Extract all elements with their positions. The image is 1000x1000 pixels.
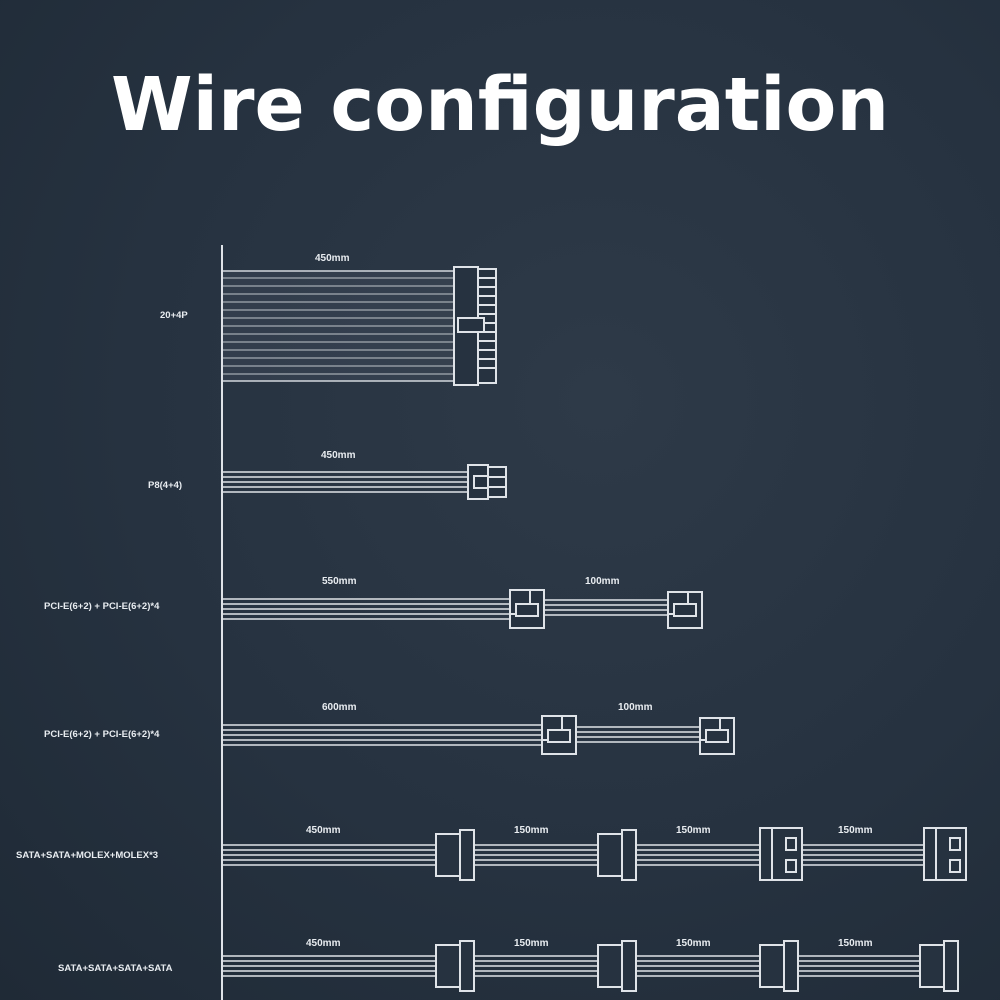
connector-pcie-8pin: [667, 591, 703, 629]
length-label: 150mm: [676, 938, 711, 949]
cable-label-atx: 20+4P: [160, 310, 188, 321]
length-label: 600mm: [322, 702, 357, 713]
cable-bundle-cpu: [222, 471, 468, 493]
length-label: 450mm: [321, 450, 356, 461]
connector-pcie-8pin: [699, 717, 735, 755]
length-label: 450mm: [315, 253, 350, 264]
length-label: 100mm: [618, 702, 653, 713]
length-label: 550mm: [322, 576, 357, 587]
cable-label-pcie-2: PCI-E(6+2) + PCI-E(6+2)*4: [44, 729, 160, 740]
connector-24pin: [453, 266, 497, 386]
cable-label-sata: SATA+SATA+SATA+SATA: [58, 963, 173, 974]
cable-label-pcie-1: PCI-E(6+2) + PCI-E(6+2)*4: [44, 601, 160, 612]
cable-label-sata-molex: SATA+SATA+MOLEX+MOLEX*3: [16, 850, 159, 861]
cable-bundle-sata: [222, 955, 920, 977]
connector-eps-8pin: [467, 464, 507, 500]
page-title: Wire configuration: [110, 62, 889, 148]
length-label: 450mm: [306, 938, 341, 949]
connector-sata: [759, 940, 799, 992]
cable-bundle-pcie-2: [222, 724, 700, 746]
length-label: 150mm: [676, 825, 711, 836]
length-label: 450mm: [306, 825, 341, 836]
connector-sata: [919, 940, 959, 992]
length-label: 100mm: [585, 576, 620, 587]
connector-pcie-8pin: [509, 589, 545, 629]
connector-sata: [435, 940, 475, 992]
connector-sata: [597, 829, 637, 881]
connector-sata: [597, 940, 637, 992]
connector-molex: [923, 827, 967, 881]
connector-pcie-8pin: [541, 715, 577, 755]
length-label: 150mm: [838, 825, 873, 836]
vertical-axis-line: [221, 245, 223, 1000]
length-label: 150mm: [514, 938, 549, 949]
length-label: 150mm: [838, 938, 873, 949]
connector-molex: [759, 827, 803, 881]
length-label: 150mm: [514, 825, 549, 836]
cable-label-cpu: P8(4+4): [148, 480, 183, 491]
connector-sata: [435, 829, 475, 881]
cable-bundle-sata-molex: [222, 844, 924, 866]
cable-bundle-atx: [221, 270, 455, 382]
cable-bundle-pcie-1: [222, 598, 668, 620]
